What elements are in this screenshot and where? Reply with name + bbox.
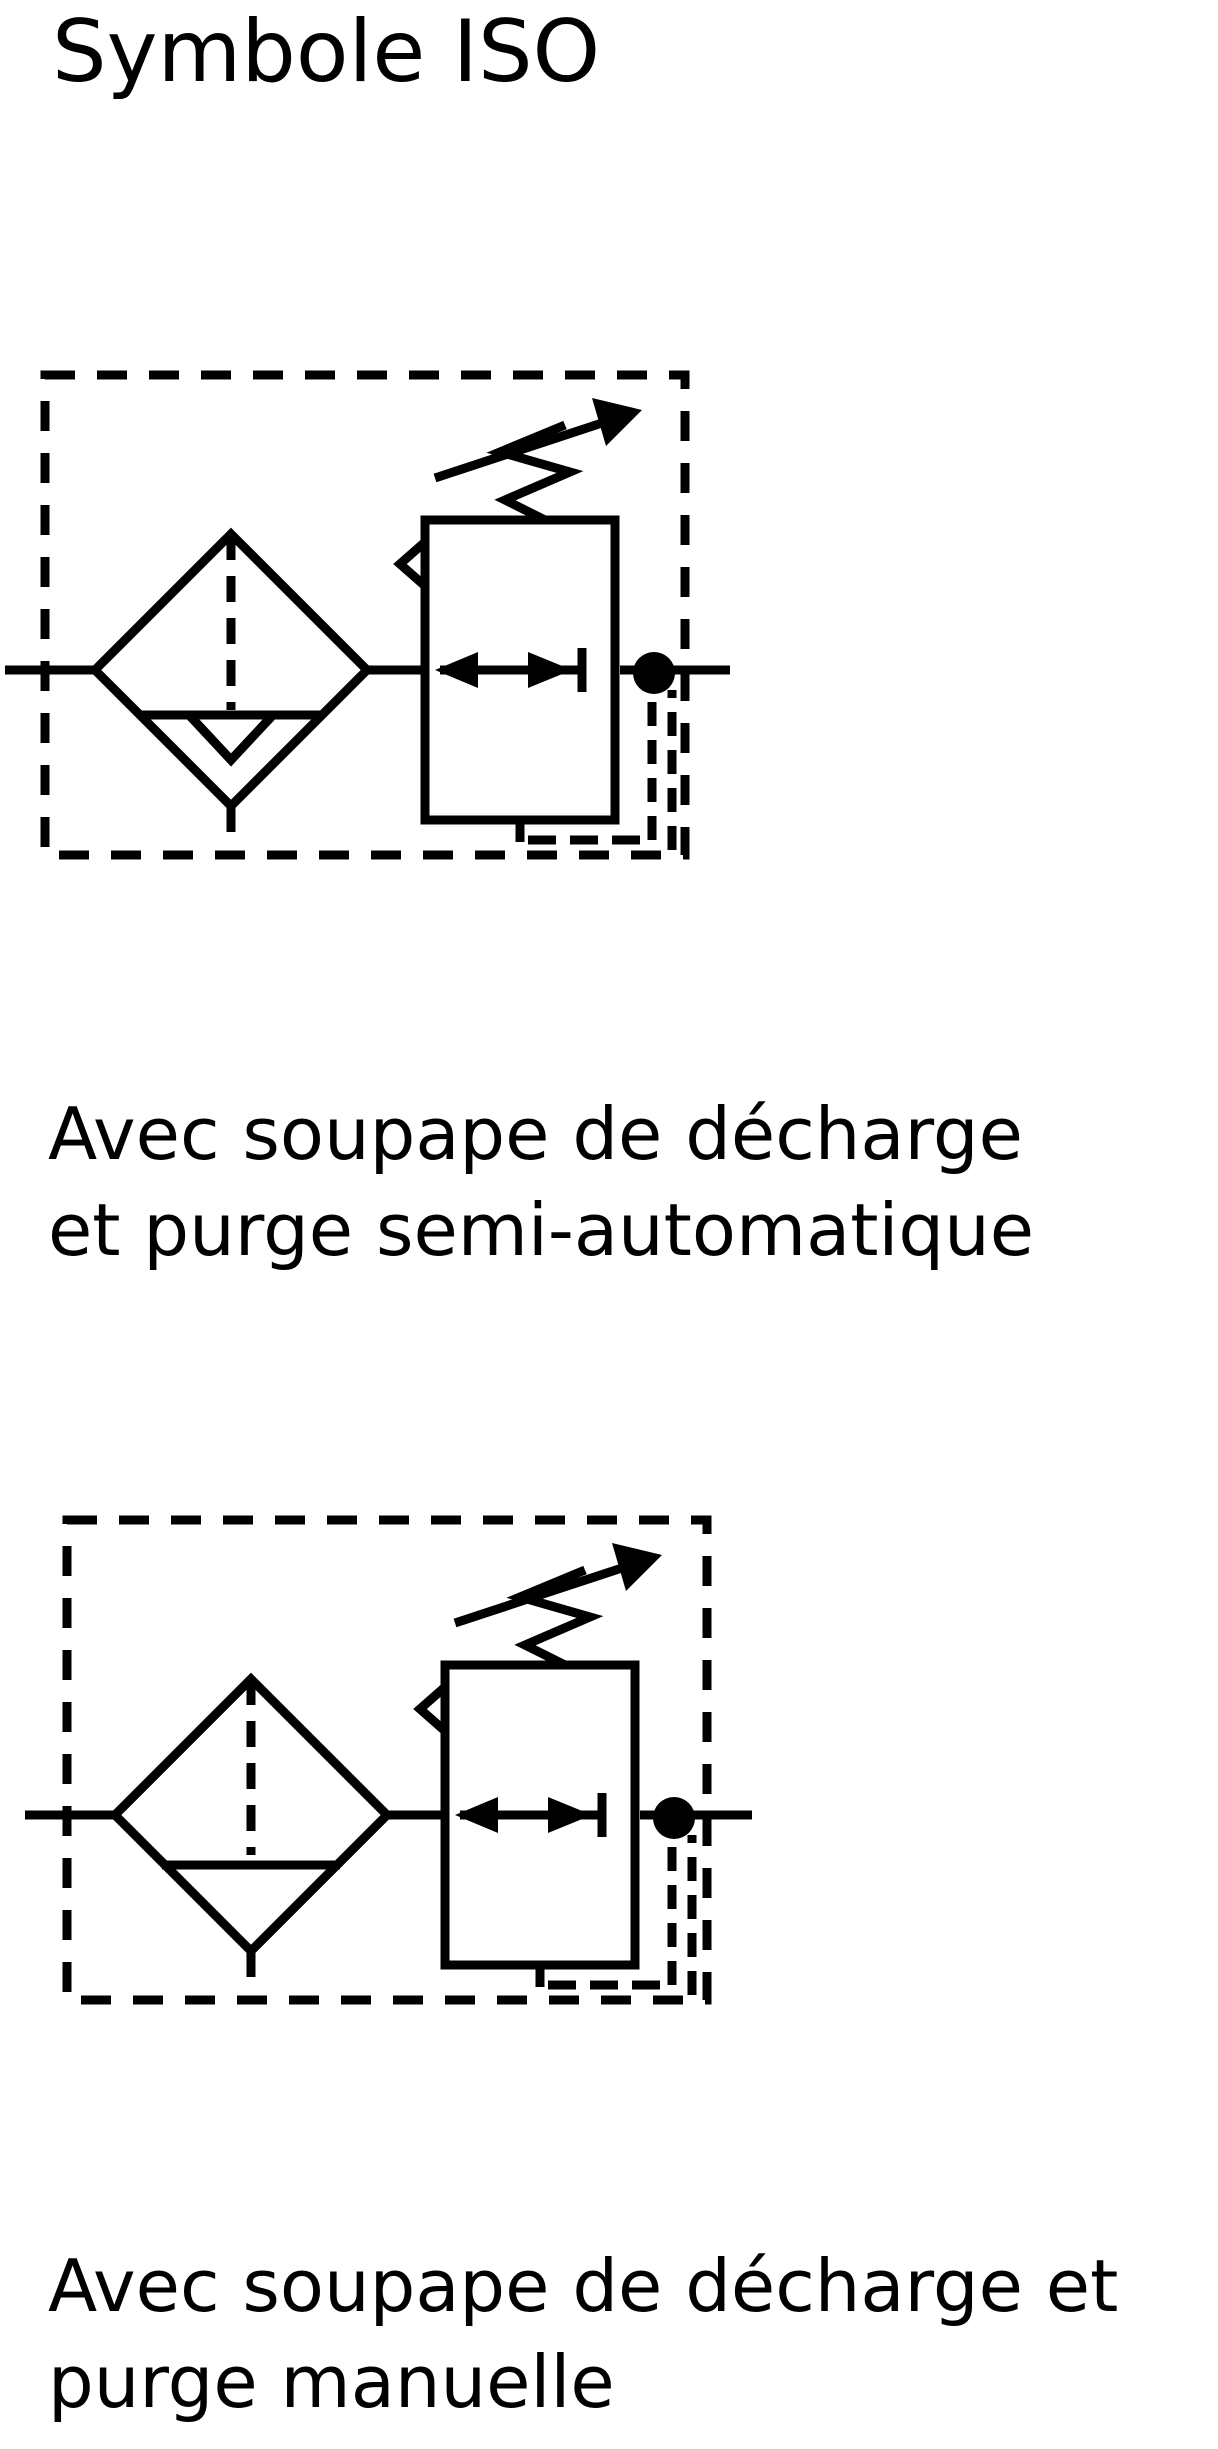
unit-enclosure-dashed [62, 1515, 712, 2005]
caption-line: purge manuelle [48, 2340, 615, 2424]
caption-line: Avec soupape de décharge [48, 1092, 1023, 1176]
connection-dot-icon [633, 652, 675, 694]
unit-enclosure-dashed [40, 370, 690, 860]
caption-line: et purge semi-automatique [48, 1188, 1035, 1272]
adjustable-spring-icon [486, 420, 584, 525]
iso-symbol-manual-drain [25, 1515, 752, 2005]
flow-arrow-left-icon [455, 1797, 498, 1833]
adjustment-arrow-shaft [433, 417, 607, 483]
iso-symbol-semi-automatic-drain [5, 370, 730, 860]
adjustment-arrow-head-icon [592, 398, 642, 446]
flow-arrow-right-icon [548, 1797, 592, 1833]
adjustable-spring-icon [506, 1565, 604, 1670]
relief-vent-notch [393, 538, 428, 590]
flow-arrow-right-icon [528, 652, 572, 688]
page-title: Symbole ISO [52, 2, 601, 102]
relief-vent-notch [413, 1683, 448, 1735]
caption-manual: Avec soupape de décharge et purge manuel… [48, 2238, 1118, 2430]
connection-dot-icon [653, 1797, 695, 1839]
adjustment-arrow-shaft [453, 1562, 627, 1628]
caption-line: Avec soupape de décharge et [48, 2244, 1119, 2328]
flow-arrow-left-icon [435, 652, 478, 688]
adjustment-arrow-head-icon [612, 1543, 662, 1591]
caption-semi-automatic: Avec soupape de décharge et purge semi-a… [48, 1086, 1034, 1278]
semi-automatic-drain-triangle [186, 712, 276, 767]
